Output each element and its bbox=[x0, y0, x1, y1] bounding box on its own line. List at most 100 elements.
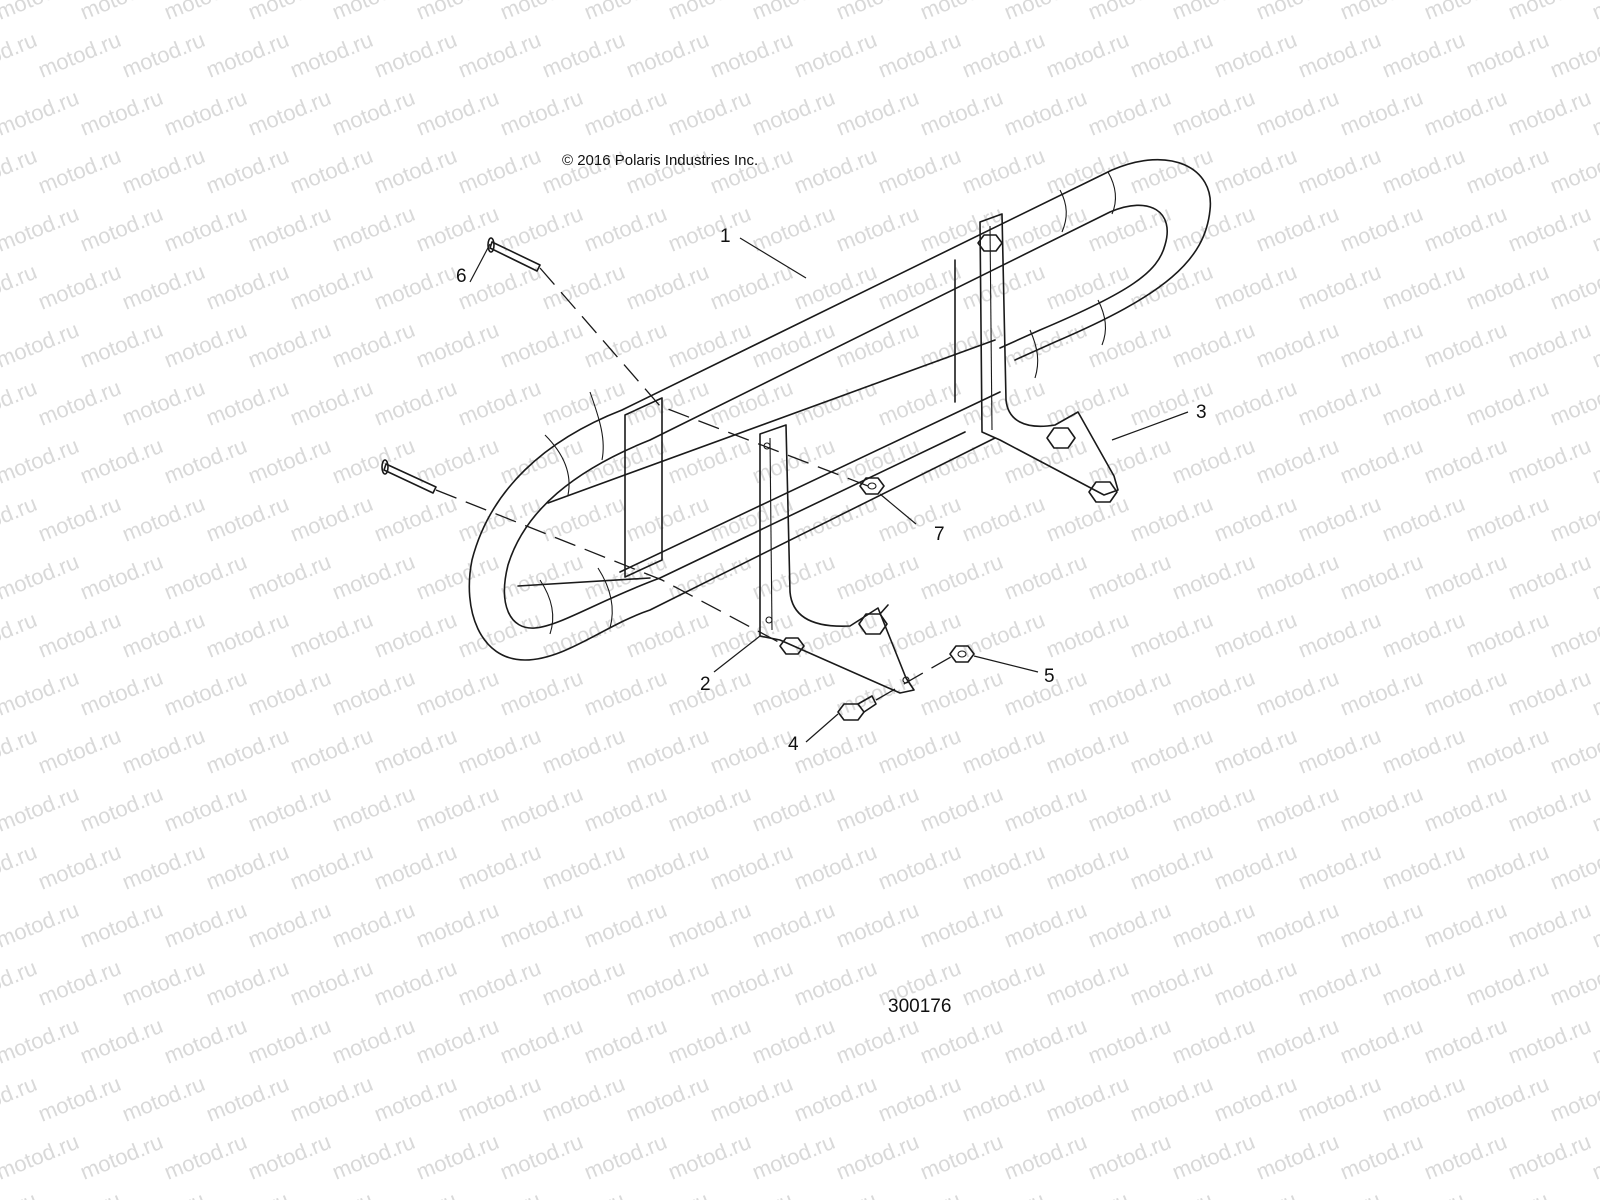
watermark-text: motod.ru bbox=[1589, 897, 1600, 953]
watermark-text: motod.ru bbox=[287, 1187, 377, 1200]
watermark-text: motod.ru bbox=[1379, 375, 1469, 431]
watermark-text: motod.ru bbox=[1253, 781, 1343, 837]
watermark-text: motod.ru bbox=[959, 839, 1049, 895]
watermark-text: motod.ru bbox=[791, 955, 881, 1011]
watermark-text: motod.ru bbox=[203, 723, 293, 779]
watermark-text: motod.ru bbox=[959, 723, 1049, 779]
watermark-text: motod.ru bbox=[77, 897, 167, 953]
watermark-text: motod.ru bbox=[497, 781, 587, 837]
watermark-text: motod.ru bbox=[1127, 491, 1217, 547]
watermark-text: motod.ru bbox=[329, 317, 419, 373]
watermark-text: motod.ru bbox=[329, 85, 419, 141]
watermark-text: motod.ru bbox=[917, 85, 1007, 141]
watermark-text: motod.ru bbox=[1463, 839, 1553, 895]
watermark-text: motod.ru bbox=[791, 839, 881, 895]
watermark-text: motod.ru bbox=[1127, 1187, 1217, 1200]
watermark-text: motod.ru bbox=[875, 491, 965, 547]
flange-bolt-4 bbox=[837, 695, 877, 721]
watermark-text: motod.ru bbox=[1421, 1129, 1511, 1185]
watermark-text: motod.ru bbox=[1505, 433, 1595, 489]
watermark-text: motod.ru bbox=[0, 839, 40, 895]
watermark-text: motod.ru bbox=[539, 1071, 629, 1127]
watermark-text: motod.ru bbox=[959, 491, 1049, 547]
watermark-text: motod.ru bbox=[119, 839, 209, 895]
callouts: 1 2 3 4 5 6 7 bbox=[456, 226, 1207, 755]
watermark-text: motod.ru bbox=[833, 85, 923, 141]
watermark-text: motod.ru bbox=[1589, 201, 1600, 257]
watermark-text: motod.ru bbox=[1085, 317, 1175, 373]
watermark-text: motod.ru bbox=[917, 549, 1007, 605]
watermark-text: motod.ru bbox=[1547, 955, 1600, 1011]
watermark-text: motod.ru bbox=[329, 1129, 419, 1185]
watermark-text: motod.ru bbox=[833, 201, 923, 257]
watermark-text: motod.ru bbox=[1211, 375, 1301, 431]
long-bolt-upper bbox=[487, 237, 541, 272]
watermark-text: motod.ru bbox=[77, 317, 167, 373]
watermark-text: motod.ru bbox=[1253, 665, 1343, 721]
watermark-text: motod.ru bbox=[581, 897, 671, 953]
watermark-text: motod.ru bbox=[1463, 1187, 1553, 1200]
watermark-text: motod.ru bbox=[1505, 665, 1595, 721]
watermark-text: motod.ru bbox=[0, 1013, 82, 1069]
callout-6: 6 bbox=[456, 266, 467, 287]
watermark-text: motod.ru bbox=[1085, 665, 1175, 721]
watermark-text: motod.ru bbox=[35, 723, 125, 779]
watermark-text: motod.ru bbox=[665, 897, 755, 953]
watermark-text: motod.ru bbox=[1337, 433, 1427, 489]
watermark-text: motod.ru bbox=[203, 375, 293, 431]
watermark-text: motod.ru bbox=[203, 27, 293, 83]
watermark-text: motod.ru bbox=[1505, 781, 1595, 837]
watermark-text: motod.ru bbox=[1001, 85, 1091, 141]
watermark-text: motod.ru bbox=[1589, 549, 1600, 605]
watermark-text: motod.ru bbox=[245, 665, 335, 721]
watermark-text: motod.ru bbox=[1547, 1071, 1600, 1127]
watermark-text: motod.ru bbox=[1421, 317, 1511, 373]
watermark-text: motod.ru bbox=[1043, 839, 1133, 895]
watermark-text: motod.ru bbox=[455, 839, 545, 895]
watermark-text: motod.ru bbox=[959, 1071, 1049, 1127]
watermark-text: motod.ru bbox=[1589, 433, 1600, 489]
watermark-text: motod.ru bbox=[0, 201, 82, 257]
hex-nut-right-foot-1 bbox=[1046, 427, 1076, 449]
watermark-text: motod.ru bbox=[1379, 723, 1469, 779]
watermark-text: motod.ru bbox=[581, 0, 671, 25]
watermark-text: motod.ru bbox=[203, 1187, 293, 1200]
watermark-text: motod.ru bbox=[539, 723, 629, 779]
watermark-text: motod.ru bbox=[1295, 1187, 1385, 1200]
watermark-text: motod.ru bbox=[791, 491, 881, 547]
watermark-text: motod.ru bbox=[1295, 143, 1385, 199]
watermark-text: motod.ru bbox=[0, 781, 82, 837]
watermark-text: motod.ru bbox=[1295, 259, 1385, 315]
watermark-text: motod.ru bbox=[371, 1187, 461, 1200]
watermark-text: motod.ru bbox=[497, 85, 587, 141]
watermark-text: motod.ru bbox=[161, 1013, 251, 1069]
watermark-text: motod.ru bbox=[1211, 27, 1301, 83]
watermark-text: motod.ru bbox=[707, 607, 797, 663]
watermark-text: motod.ru bbox=[245, 85, 335, 141]
watermark-text: motod.ru bbox=[917, 897, 1007, 953]
watermark-text: motod.ru bbox=[287, 143, 377, 199]
watermark-text: motod.ru bbox=[1043, 143, 1133, 199]
watermark-text: motod.ru bbox=[1253, 317, 1343, 373]
watermark-text: motod.ru bbox=[287, 723, 377, 779]
watermark-text: motod.ru bbox=[1043, 375, 1133, 431]
watermark-text: motod.ru bbox=[749, 1013, 839, 1069]
watermark-text: motod.ru bbox=[833, 897, 923, 953]
watermark-text: motod.ru bbox=[1337, 201, 1427, 257]
watermark-text: motod.ru bbox=[707, 1187, 797, 1200]
watermark-text: motod.ru bbox=[581, 201, 671, 257]
watermark-text: motod.ru bbox=[1169, 549, 1259, 605]
watermark-text: motod.ru bbox=[413, 897, 503, 953]
watermark-text: motod.ru bbox=[917, 1129, 1007, 1185]
watermark-text: motod.ru bbox=[875, 143, 965, 199]
watermark-text: motod.ru bbox=[1295, 955, 1385, 1011]
watermark-text: motod.ru bbox=[329, 0, 419, 25]
watermark-text: motod.ru bbox=[0, 433, 82, 489]
watermark-text: motod.ru bbox=[329, 665, 419, 721]
watermark-text: motod.ru bbox=[791, 723, 881, 779]
watermark-text: motod.ru bbox=[1379, 259, 1469, 315]
watermark-text: motod.ru bbox=[1505, 201, 1595, 257]
watermark-text: motod.ru bbox=[1127, 143, 1217, 199]
watermark-text: motod.ru bbox=[1337, 549, 1427, 605]
watermark-text: motod.ru bbox=[1463, 259, 1553, 315]
